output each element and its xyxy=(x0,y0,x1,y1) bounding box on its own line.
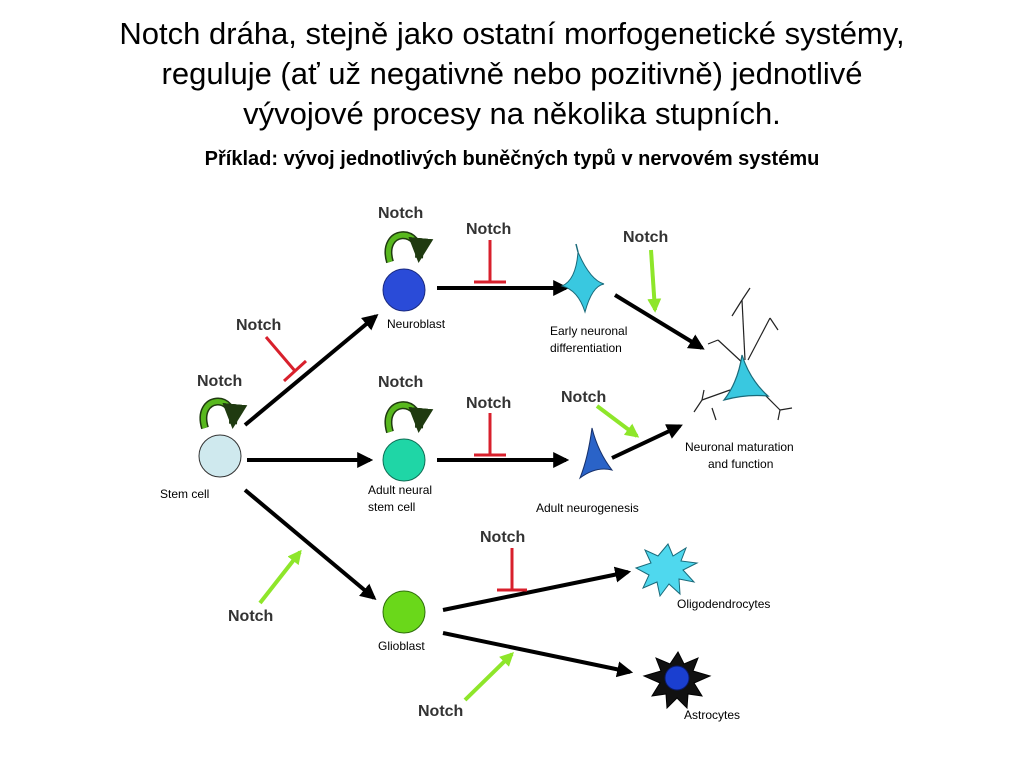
cells xyxy=(198,243,793,710)
arrow-stem-to-neuroblast xyxy=(243,313,379,427)
activate-maturation xyxy=(647,249,662,313)
label-oligodendrocytes: Oligodendrocytes xyxy=(677,597,770,611)
title-line-2: reguluje (ať už negativně nebo pozitivně… xyxy=(161,56,863,91)
title-line-3: vývojové procesy na několika stupních. xyxy=(243,96,781,131)
adult-nsc-cell xyxy=(382,438,426,482)
activation-arrows xyxy=(258,249,662,702)
label-maturation-line1: Neuronal maturation xyxy=(685,440,794,454)
notch-label-neuroblast-branch: Notch xyxy=(236,317,281,334)
notch-labels: Notch Notch Notch Notch Notch Notch Notc… xyxy=(197,205,668,720)
activate-adult-neurogenesis xyxy=(595,404,640,438)
neuroblast-cell xyxy=(382,268,426,312)
slide-title: Notch dráha, stejně jako ostatní morfoge… xyxy=(40,14,984,134)
notch-label-astrocyte-activate: Notch xyxy=(418,703,463,720)
arrow-glioblast-to-astrocytes xyxy=(442,631,634,678)
label-astrocytes: Astrocytes xyxy=(684,708,740,722)
mature-neuron-icon xyxy=(693,287,793,421)
notch-label-stem-self: Notch xyxy=(197,373,242,390)
stem-cell xyxy=(198,434,242,478)
astrocyte-icon xyxy=(642,651,712,710)
inhibit-adult-neurogenesis xyxy=(474,413,506,457)
title-line-1: Notch dráha, stejně jako ostatní morfoge… xyxy=(119,16,905,51)
label-adult-neurogenesis: Adult neurogenesis xyxy=(536,501,639,515)
label-neuroblast: Neuroblast xyxy=(387,317,446,331)
notch-label-early-inhibit: Notch xyxy=(466,221,511,238)
notch-label-maturation: Notch xyxy=(623,229,668,246)
label-adult-nsc-line1: Adult neural xyxy=(368,483,432,497)
notch-label-glioblast-activate: Notch xyxy=(228,608,273,625)
slide-subtitle: Příklad: vývoj jednotlivých buněčných ty… xyxy=(204,148,820,170)
glioblast-cell xyxy=(382,590,426,634)
arrow-glioblast-to-oligodendrocytes xyxy=(442,566,632,612)
notch-label-adult-nsc-self: Notch xyxy=(378,374,423,391)
adult-neuron-icon xyxy=(578,427,614,480)
label-stem-cell: Stem cell xyxy=(160,487,209,501)
activate-astrocytes xyxy=(463,652,515,702)
label-early-line2: differentiation xyxy=(550,341,622,355)
inhibit-oligodendrocytes xyxy=(497,548,527,592)
arrow-neurogenesis-to-maturation xyxy=(611,424,683,460)
arrow-stem-to-glioblast xyxy=(243,488,377,601)
label-early-line1: Early neuronal xyxy=(550,324,627,338)
main-arrows xyxy=(243,280,705,678)
oligodendrocyte-icon xyxy=(634,543,699,598)
self-renewal-arrows xyxy=(199,231,434,434)
cell-labels: Neuroblast Early neuronal differentiatio… xyxy=(160,317,794,722)
notch-label-oligo-inhibit: Notch xyxy=(480,529,525,546)
inhibit-early-differentiation xyxy=(474,240,506,284)
notch-label-neurogenesis-inhibit: Notch xyxy=(466,395,511,412)
label-glioblast: Glioblast xyxy=(378,639,425,653)
activate-glioblast xyxy=(258,549,302,605)
early-neuron-icon xyxy=(560,243,605,314)
label-maturation-line2: and function xyxy=(708,457,773,471)
notch-label-neurogenesis-activate: Notch xyxy=(561,389,606,406)
notch-label-neuroblast-self: Notch xyxy=(378,205,423,222)
arrow-early-to-maturation xyxy=(613,293,705,350)
label-adult-nsc-line2: stem cell xyxy=(368,500,415,514)
inhibition-symbols xyxy=(264,240,527,592)
inhibit-neuroblast-branch xyxy=(264,336,308,383)
